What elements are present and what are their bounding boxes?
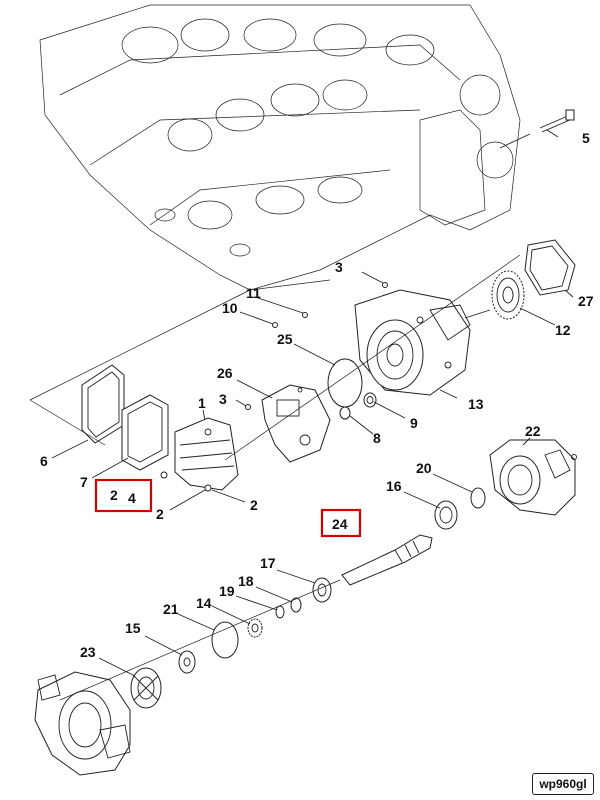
callout-21: 21 (163, 601, 179, 617)
callout-6: 6 (40, 453, 48, 469)
callout-27: 27 (578, 293, 594, 309)
pump-volute (34, 671, 131, 776)
drawing-id-tag: wp960gl (532, 773, 594, 795)
callout-23: 23 (80, 644, 96, 660)
highlight-box-item-2-4 (94, 478, 153, 513)
plate-part-7 (121, 394, 169, 471)
housing-part-22 (489, 439, 577, 516)
callout-12: 12 (555, 322, 571, 338)
ring-part-20 (470, 487, 486, 509)
callout-18: 18 (238, 573, 254, 589)
callout-13: 13 (468, 396, 484, 412)
bolt-part-5 (499, 109, 575, 149)
callout-17: 17 (260, 555, 276, 571)
callout-labels: 1 2 4 2 2 3 3 5 6 7 8 9 10 11 12 13 14 1… (40, 130, 594, 660)
callout-22: 22 (525, 423, 541, 439)
highlight-box-item-24 (320, 508, 362, 538)
gear-part-12 (491, 270, 525, 320)
bolt-part-3-lower (245, 404, 251, 410)
impeller-part-23 (130, 667, 162, 709)
callout-4: 4 (128, 490, 136, 506)
callout-15: 15 (125, 620, 141, 636)
leader-lines (51, 129, 574, 677)
callout-20: 20 (416, 460, 432, 476)
bolt-part-3-upper (382, 282, 388, 288)
assembly-lines (29, 254, 521, 701)
callout-14: 14 (196, 595, 212, 611)
bolt-part-11 (302, 312, 308, 318)
ring-part-18 (290, 597, 302, 613)
gasket-part-6 (81, 364, 125, 444)
bolt-part-10 (272, 322, 278, 328)
callout-25: 25 (277, 331, 293, 347)
callout-3: 3 (219, 391, 227, 407)
washer-part-15 (178, 650, 196, 674)
seal-part-16 (434, 500, 458, 530)
pump-housing-part-13 (354, 289, 491, 396)
o-ring-part-25 (327, 358, 363, 408)
callout-19: 19 (219, 583, 235, 599)
engine-block (39, 4, 521, 291)
callout-16: 16 (386, 478, 402, 494)
callout-24: 24 (332, 516, 348, 532)
shaft-part-24 (341, 534, 433, 586)
callout-3: 3 (335, 259, 343, 275)
callout-10: 10 (222, 300, 238, 316)
callout-1: 1 (198, 395, 206, 411)
callout-2: 2 (110, 487, 118, 503)
callout-9: 9 (410, 415, 418, 431)
callout-8: 8 (373, 430, 381, 446)
ring-part-19 (275, 605, 285, 619)
gasket-part-27 (524, 239, 576, 296)
fastener-part-2 (160, 471, 212, 492)
callout-5: 5 (582, 130, 590, 146)
callout-26: 26 (217, 365, 233, 381)
cover-part-26 (261, 384, 331, 463)
callout-2: 2 (250, 497, 258, 513)
nut-part-14 (247, 618, 263, 638)
callout-2: 2 (156, 506, 164, 522)
callout-7: 7 (80, 474, 88, 490)
callout-11: 11 (246, 285, 261, 301)
valve-block-part-1 (174, 417, 239, 491)
o-ring-part-21 (211, 621, 239, 659)
bearing-part-17 (312, 577, 332, 603)
o-ring-part-8 (339, 406, 351, 420)
seal-part-9 (363, 392, 377, 408)
